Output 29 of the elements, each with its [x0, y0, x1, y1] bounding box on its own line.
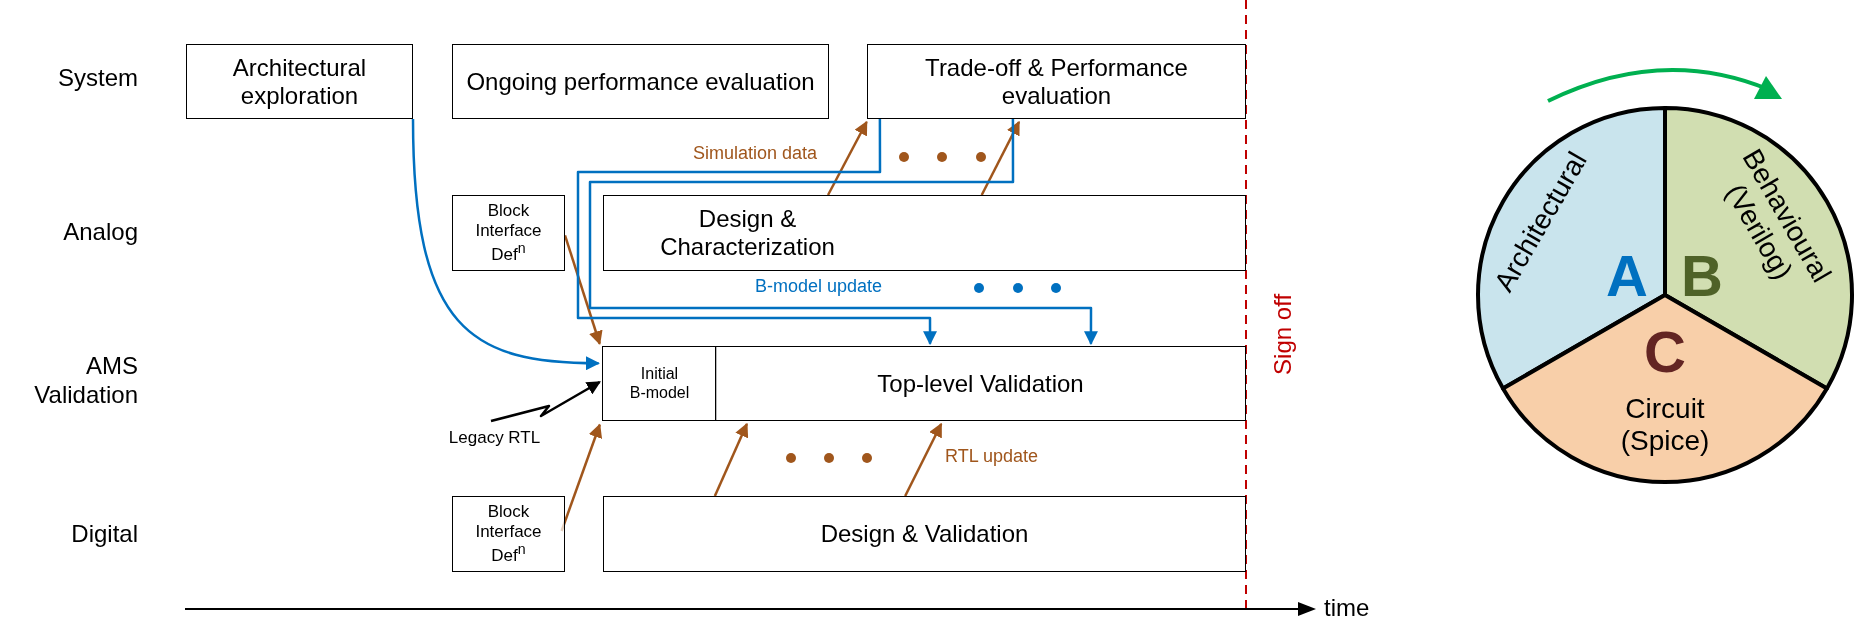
- process-box: Ongoing performance evaluation: [452, 44, 829, 119]
- slice-label: Circuit (Spice): [1619, 392, 1711, 458]
- process-box: Architectural exploration: [186, 44, 413, 119]
- slice-letter: C: [1643, 318, 1687, 386]
- arrow: [826, 120, 868, 196]
- process-box: Block Interface Def$^{n}$: [452, 195, 565, 271]
- arrow: [563, 234, 603, 346]
- arrow: [980, 120, 1021, 196]
- process-box: Block Interface Def$^{n}$: [452, 496, 565, 572]
- source-label: Legacy RTL: [436, 428, 553, 452]
- lane-label: Analog: [62, 218, 138, 247]
- process-box: Trade-off & Performance evaluation: [867, 44, 1246, 119]
- process-box: Top-level Validation: [715, 346, 1246, 421]
- arrow: [713, 422, 749, 497]
- slice-letter: A: [1605, 242, 1649, 310]
- process-box: Design & Validation: [603, 496, 1246, 572]
- arrow: [576, 119, 938, 346]
- arrow: [490, 380, 601, 423]
- sign-off-label: Sign off: [1268, 292, 1297, 377]
- arrow: [411, 118, 600, 370]
- axis-label: time: [1324, 594, 1371, 623]
- lane-label: System: [57, 64, 138, 93]
- process-box: Design & Characterization: [603, 195, 1246, 271]
- lane-label: Digital: [70, 520, 138, 549]
- slice-letter: B: [1680, 242, 1723, 310]
- arrow: [588, 119, 1098, 346]
- process-box: Initial B-model: [602, 346, 717, 421]
- lane-label: AMS Validation: [33, 352, 138, 410]
- arrow: [904, 422, 943, 497]
